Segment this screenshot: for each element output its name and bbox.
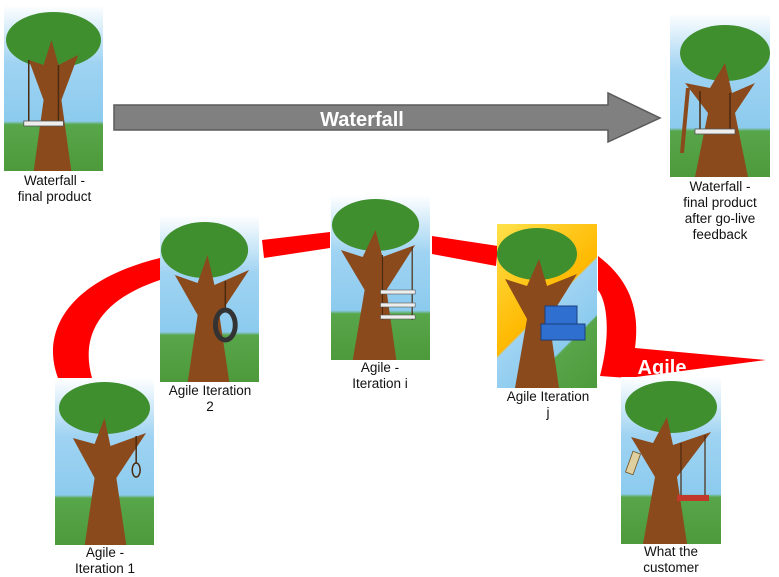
- tree-swing-cut-trunk-icon: [5, 12, 102, 171]
- tree-simple-swing-icon: [624, 381, 717, 544]
- tree-armchair-sun-icon: [497, 228, 586, 388]
- panel-waterfall-feedback: [670, 13, 770, 177]
- waterfall-arrow-label: Waterfall: [320, 109, 404, 131]
- panel-customer: [621, 377, 721, 544]
- panel-agile-j: [497, 224, 597, 388]
- tree-tire-swing-icon: [160, 222, 250, 382]
- tree-propped-swing-icon: [680, 25, 770, 177]
- panel-agile-2: [160, 215, 259, 382]
- panel-agile-1: [55, 378, 154, 545]
- agile-arc-segment-3: [432, 236, 498, 266]
- label-waterfall-feedback: Waterfall - final product after go-live …: [683, 179, 757, 242]
- agile-arrow-label: Agile: [638, 357, 687, 379]
- label-agile-1: Agile - Iteration 1: [74, 545, 136, 576]
- label-customer: What the customer: [643, 544, 699, 575]
- label-agile-2: Agile Iteration 2: [168, 383, 252, 414]
- agile-arc-segment-2: [262, 232, 330, 258]
- tree-noose-icon: [58, 382, 151, 545]
- label-waterfall-final: Waterfall - final product: [17, 173, 92, 204]
- agile-arc-head: [598, 256, 766, 378]
- panel-agile-i: [331, 195, 430, 360]
- waterfall-arrow-shape: [113, 91, 662, 144]
- panel-waterfall-final: [4, 5, 103, 171]
- tree-three-seat-swing-icon: [331, 199, 420, 360]
- label-agile-j: Agile Iteration j: [506, 389, 590, 420]
- label-agile-i: Agile - Iteration i: [352, 360, 408, 391]
- agile-arc-arrow: [53, 258, 160, 378]
